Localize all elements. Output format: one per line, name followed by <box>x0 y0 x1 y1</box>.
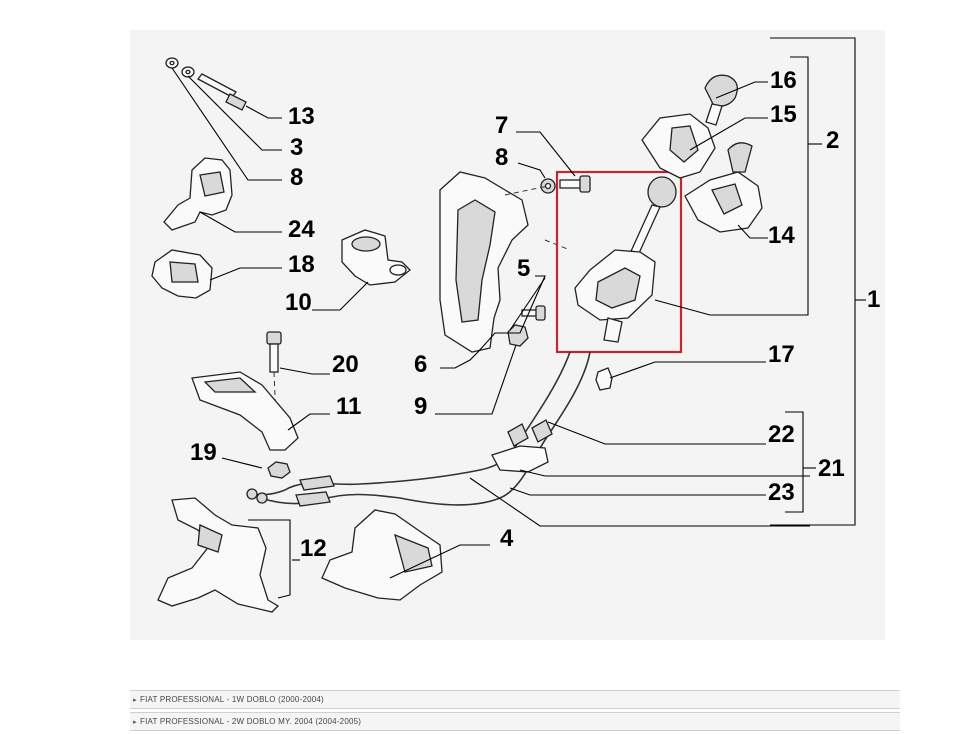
highlighted-gearshift-assembly-box <box>555 170 683 354</box>
callout-21: 21 <box>818 455 845 482</box>
gear-knob-part <box>704 74 738 126</box>
callout-9: 9 <box>414 393 427 420</box>
clip-detail <box>169 261 199 283</box>
lever-detail <box>203 377 257 393</box>
nut-part <box>267 461 291 479</box>
washer-part <box>165 57 179 69</box>
callout-23: 23 <box>768 479 795 506</box>
callout-14: 14 <box>768 222 795 249</box>
callout-5: 5 <box>517 255 530 282</box>
callout-17: 17 <box>768 341 795 368</box>
cable-support-part <box>321 509 443 601</box>
callout-7: 7 <box>495 112 508 139</box>
callout-11: 11 <box>336 393 361 420</box>
callout-10: 10 <box>285 289 312 316</box>
support-plate-window <box>455 199 496 323</box>
bolt-part <box>559 175 591 193</box>
bolt-part <box>521 305 546 321</box>
callout-1: 1 <box>867 286 880 313</box>
callout-22: 22 <box>768 421 795 448</box>
bushing-part <box>341 229 411 286</box>
catalog-list: ▸ FIAT PROFESSIONAL - 1W DOBLO (2000-200… <box>130 690 900 734</box>
callout-8: 8 <box>290 164 303 191</box>
callout-6: 6 <box>414 351 427 378</box>
selector-bracket-part <box>157 497 280 613</box>
bolt-part <box>266 331 282 373</box>
callout-2: 2 <box>826 127 839 154</box>
callout-13: 13 <box>288 103 315 130</box>
bracket-part <box>163 157 233 231</box>
expand-arrow-icon[interactable]: ▸ <box>133 696 137 704</box>
callout-18: 18 <box>288 251 315 278</box>
callout-15: 15 <box>770 101 797 128</box>
nut-part <box>507 324 529 347</box>
catalog-row[interactable]: ▸ FIAT PROFESSIONAL - 1W DOBLO (2000-200… <box>130 690 900 709</box>
expand-arrow-icon[interactable]: ▸ <box>133 718 137 726</box>
callout-12: 12 <box>300 535 327 562</box>
callout-16: 16 <box>770 67 797 94</box>
callout-8-center: 8 <box>495 144 508 171</box>
callout-3: 3 <box>290 134 303 161</box>
leader-lines <box>171 67 810 599</box>
washer-part <box>181 66 195 78</box>
gear-boot-part <box>684 142 763 233</box>
catalog-row-label: FIAT PROFESSIONAL - 2W DOBLO MY. 2004 (2… <box>140 717 362 726</box>
gear-boot-part <box>641 113 716 179</box>
gearshift-cable-assembly <box>246 351 591 507</box>
catalog-row[interactable]: ▸ FIAT PROFESSIONAL - 2W DOBLO MY. 2004 … <box>130 712 900 731</box>
group-brackets <box>770 37 866 526</box>
selector-bracket-detail <box>197 524 223 553</box>
callout-24: 24 <box>288 216 315 243</box>
catalog-row-label: FIAT PROFESSIONAL - 1W DOBLO (2000-2004) <box>140 695 324 704</box>
gear-shift-lever-assembly <box>574 176 677 343</box>
assembly-guide <box>504 185 549 196</box>
clip-part <box>595 367 613 391</box>
washer-part <box>540 178 556 194</box>
callout-4: 4 <box>500 525 514 552</box>
callout-19: 19 <box>190 439 217 466</box>
callout-20: 20 <box>332 351 359 378</box>
bracket-detail <box>199 171 225 197</box>
bolt-part <box>197 73 247 111</box>
